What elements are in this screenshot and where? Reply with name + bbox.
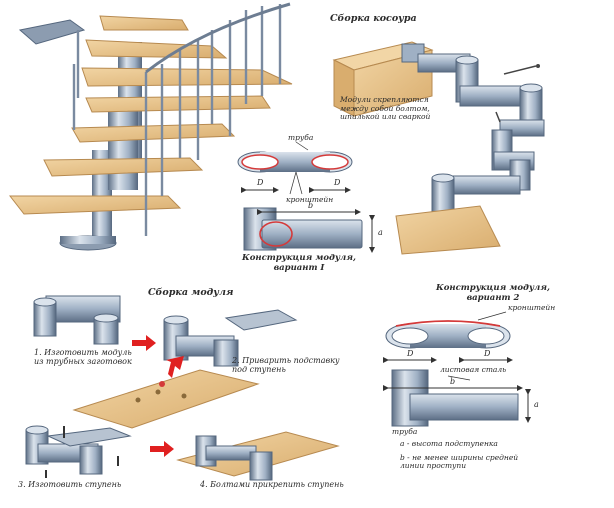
module-variant-1-caption-line-1: Конструкция модуля,: [242, 253, 356, 263]
step-3-caption: 3. Изготовить ступень: [18, 480, 122, 489]
step-2-caption: 2. Приварить подставку под ступень: [232, 356, 340, 374]
connection-note: Модули скрепляются между собой болтом, ш…: [340, 95, 431, 122]
legend-b: b - не менее ширины средней линии просту…: [400, 452, 519, 471]
connection-note-line-3: шпилькой или сваркой: [340, 112, 431, 122]
module-variant-2-caption-line-2: вариант 2: [466, 292, 520, 303]
kosour-assembly-title: Сборка косоура: [330, 13, 417, 24]
legend-b-line-2: линии проступи: [400, 461, 467, 471]
dim-b-v1: b: [308, 201, 314, 210]
dim-D-left-v2: D: [407, 349, 414, 358]
kosour-assembly-illustration: [332, 41, 545, 255]
bracket-label-v1: кронштейн: [286, 195, 334, 204]
connection-note-line-1: Модули скрепляются: [340, 95, 429, 104]
step-1-caption-line-2: из трубных заготовок: [34, 357, 132, 367]
module-assembly-title: Сборка модуля: [148, 287, 234, 298]
module-variant-1-caption: Конструкция модуля, вариант I: [242, 253, 356, 274]
dim-D-right-v2: D: [484, 349, 491, 358]
dim-D-right-v1: D: [334, 178, 341, 187]
module-variant-2-illustration: [383, 311, 531, 427]
staircase-illustration: [8, 2, 293, 251]
module-variant-2-caption-line-1: Конструкция модуля,: [436, 283, 550, 293]
module-assembly-steps: [25, 295, 340, 481]
pipe-label-v2: труба: [392, 427, 418, 436]
bracket-label-v2: кронштейн: [508, 303, 556, 312]
legend: a - высота подступенка b - не менее шири…: [400, 439, 519, 471]
step-2-caption-line-2: под ступень: [232, 365, 286, 375]
sheet-steel-label: листовая сталь: [440, 365, 507, 374]
step-1-caption: 1. Изготовить модуль из трубных заготово…: [34, 348, 132, 366]
step-2-caption-line-1: 2. Приварить подставку: [232, 356, 340, 365]
module-variant-1-caption-line-2: вариант I: [273, 262, 325, 273]
dim-a-v2: a: [534, 400, 539, 409]
legend-a: a - высота подступенка: [400, 439, 498, 448]
pipe-label-v1: труба: [288, 133, 314, 142]
step-4-caption: 4. Болтами прикрепить ступень: [200, 480, 344, 489]
step-1-caption-line-1: 1. Изготовить модуль: [34, 348, 132, 357]
module-variant-2-caption: Конструкция модуля, вариант 2: [436, 283, 550, 304]
dim-D-left-v1: D: [257, 178, 264, 187]
dim-a-v1: a: [378, 228, 383, 237]
dim-b-v2: b: [450, 377, 456, 386]
legend-b-line-1: b - не менее ширины средней: [400, 452, 519, 462]
module-variant-1-illustration: [237, 141, 375, 253]
connection-note-line-2: между собой болтом,: [340, 103, 430, 113]
